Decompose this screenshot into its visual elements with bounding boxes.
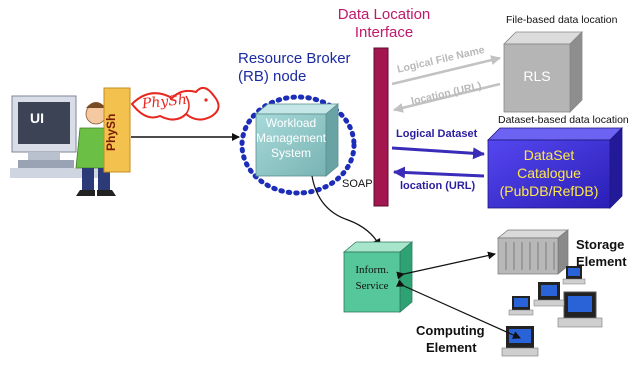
computer-icon (501, 326, 539, 357)
info-service-label-line2: Service (355, 280, 389, 292)
interface-title-line2: Interface (354, 24, 414, 41)
dataset-label-line3: (PubDB/RefDB) (499, 183, 599, 199)
dataset-label: DataSet Catalogue (PubDB/RefDB) (488, 146, 610, 200)
computer-icon (508, 296, 534, 316)
computing-element-label-line2: Element (426, 340, 477, 355)
interface-title: Data Location Interface (336, 6, 432, 42)
wms-label: Workload Management System (253, 116, 329, 161)
dataset-request-arrow (391, 146, 485, 160)
computing-element-label: Computing Element (416, 322, 485, 356)
monitor-screen (18, 102, 70, 144)
storage-element-icon (497, 229, 569, 275)
physh-box (103, 87, 131, 173)
dataset-response-label: location (URL) (400, 180, 476, 192)
dataset-label-line1: DataSet (523, 147, 575, 163)
storage-element-label-line1: Storage (576, 237, 625, 252)
wms-box (254, 103, 340, 177)
rb-node-ring (239, 94, 357, 196)
dataset-request-label: Logical Dataset (396, 128, 478, 140)
wms-label-line3: System (270, 146, 311, 160)
physh-label: PhySh (104, 113, 118, 151)
dataset-caption: Dataset-based data location (498, 114, 629, 126)
rls-response-arrow (393, 82, 501, 113)
storage-element-label: Storage Element (576, 236, 627, 270)
storage-element-label-line2: Element (576, 254, 627, 269)
wms-label-line2: Management (255, 131, 327, 145)
computer-icon (557, 291, 603, 328)
wms-to-info-arrow (311, 175, 381, 247)
info-computing-arrow (395, 279, 521, 339)
rb-node-title-line2: (RB) node (238, 68, 307, 85)
rb-node-title-line1: Resource Broker (238, 50, 351, 67)
rb-node-title: Resource Broker (RB) node (238, 50, 351, 86)
rls-request-arrow (391, 55, 501, 86)
info-storage-arrow (396, 251, 496, 280)
wms-label-line1: Workload (265, 116, 317, 130)
rls-caption: File-based data location (506, 14, 618, 26)
info-service-label: Inform. Service (344, 262, 400, 294)
user-workstation (10, 87, 131, 196)
info-service-label-line1: Inform. (355, 264, 389, 276)
fish-icon (130, 86, 220, 121)
rls-label: RLS (523, 68, 551, 84)
dataset-response-arrow (393, 166, 485, 179)
computing-element-label-line1: Computing (416, 323, 485, 338)
interface-title-line1: Data Location (337, 6, 431, 23)
soap-label: SOAP (342, 178, 373, 190)
monitor-stand (28, 152, 60, 160)
computer-icon (562, 266, 586, 285)
computer-icon (533, 282, 565, 307)
dataset-label-line2: Catalogue (517, 165, 581, 181)
data-location-interface-bar (373, 47, 389, 207)
dataset-catalogue-box (487, 127, 623, 209)
ui-label: UI (30, 110, 44, 126)
computing-element-icon (501, 266, 603, 357)
keyboard (18, 160, 74, 168)
rls-box (503, 31, 583, 113)
desk-surface (10, 168, 110, 178)
